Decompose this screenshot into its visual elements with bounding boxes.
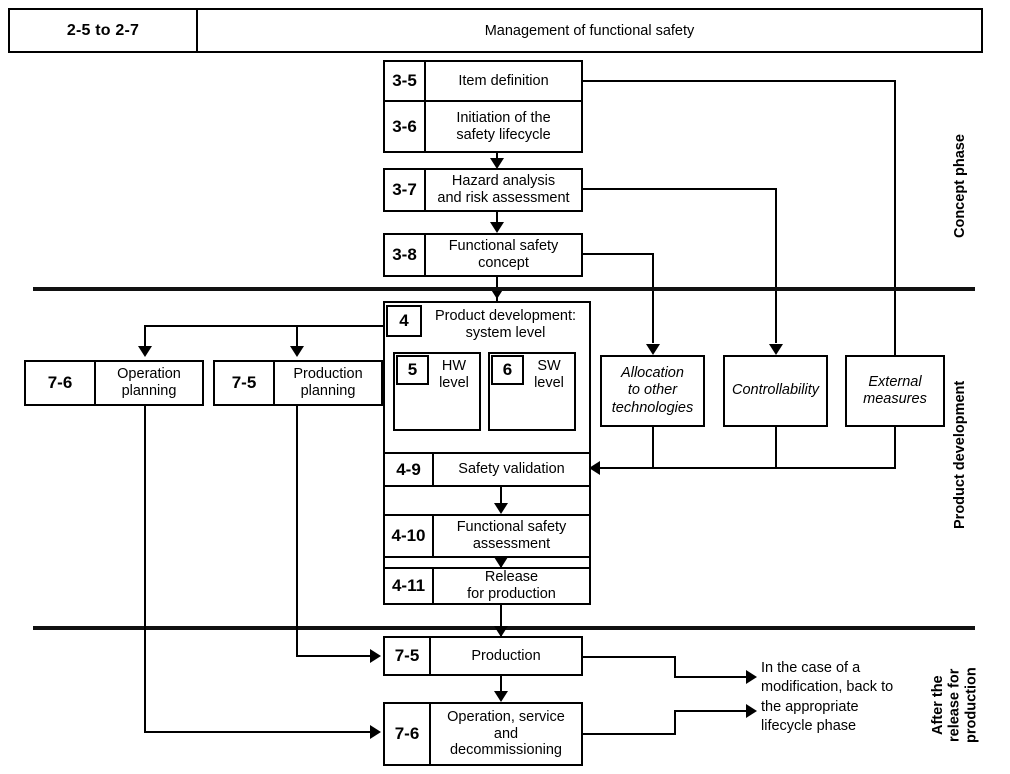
connector-production-to-operation-service: [500, 676, 502, 695]
process-label-production-planning: Production planning: [293, 366, 363, 399]
clause-tag-7-5-production: 7-5: [385, 638, 431, 674]
phase-label-after-release: After the release for production: [930, 667, 980, 743]
connector-production-planning-down: [296, 406, 298, 656]
clause-tag-5: 5: [396, 355, 429, 385]
connector-allocation-down: [652, 427, 654, 468]
connector-operation-planning-down: [144, 406, 146, 732]
arrowhead-merge-to-safety-validation: [589, 461, 600, 475]
arrowhead-4-10-to-4-11: [494, 557, 508, 568]
clause-tag-7-5-planning: 7-5: [215, 362, 275, 404]
clause-tag-4-11: 4-11: [385, 569, 434, 603]
arrowhead-production-to-operation-service: [494, 691, 508, 702]
process-box-7-6-operation-service: 7-6 Operation, service and decommissioni…: [383, 702, 583, 766]
process-label-functional-safety-concept: Functional safety concept: [448, 238, 559, 271]
phase-label-product-development: Product development: [952, 380, 968, 530]
clause-tag-7-6-planning: 7-6: [26, 362, 96, 404]
process-label-operation-service-decommissioning: Operation, service and decommissioning: [447, 708, 565, 759]
process-label-item-definition: Item definition: [458, 72, 549, 89]
phase-label-concept-phase: Concept phase: [952, 134, 968, 238]
arrowhead-production-feedback-to-note: [746, 670, 757, 684]
connector-external-measures-down: [894, 427, 896, 468]
process-box-4-10: 4-10 Functional safety assessment: [383, 514, 591, 558]
process-box-3-5: 3-5 Item definition: [383, 60, 583, 102]
process-box-7-5-production-planning: 7-5 Production planning: [213, 360, 383, 406]
clause-tag-4-10: 4-10: [385, 516, 434, 556]
arrowhead-operation-feedback-to-note: [746, 704, 757, 718]
process-label-sw-level: SW level: [534, 358, 564, 391]
connector-operation-feedback-to-note: [674, 710, 748, 712]
connector-3-8-to-allocation-horizontal: [583, 253, 654, 255]
side-box-controllability: Controllability: [723, 355, 828, 427]
clause-tag-4: 4: [386, 305, 422, 337]
arrowhead-production-planning-to-7-5: [370, 649, 381, 663]
arrowhead-operation-planning-to-7-6: [370, 725, 381, 739]
process-box-3-6: 3-6 Initiation of the safety lifecycle: [383, 100, 583, 153]
arrowhead-3-7-to-controllability: [769, 344, 783, 355]
header-title: Management of functional safety: [484, 22, 695, 39]
process-box-4-9: 4-9 Safety validation: [383, 452, 591, 487]
process-label-operation-planning: Operation planning: [117, 366, 181, 399]
connector-production-feedback-down: [674, 656, 676, 678]
process-box-3-7: 3-7 Hazard analysis and risk assessment: [383, 168, 583, 212]
side-box-allocation-to-other-technologies: Allocation to other technologies: [600, 355, 705, 427]
connector-operation-feedback-out: [583, 733, 676, 735]
header-clause-tag: 2-5 to 2-7: [10, 10, 198, 51]
connector-operation-feedback-up: [674, 711, 676, 735]
process-box-3-8: 3-8 Functional safety concept: [383, 233, 583, 277]
process-label-release-for-production: Release for production: [467, 569, 556, 602]
connector-3-8-to-allocation-vertical: [652, 253, 654, 343]
arrowhead-3-8-to-box-4: [490, 288, 504, 299]
modification-feedback-note: In the case of a modification, back to t…: [761, 660, 894, 734]
management-header-bar: 2-5 to 2-7 Management of functional safe…: [8, 8, 983, 53]
connector-3-7-to-controllability-horizontal: [583, 188, 776, 190]
process-label-product-development-system-level: Product development: system level: [434, 308, 577, 341]
process-label-functional-safety-assessment: Functional safety assessment: [456, 519, 567, 552]
connector-controllability-down: [775, 427, 777, 468]
connector-production-feedback-out: [583, 656, 676, 658]
clause-tag-3-8: 3-8: [385, 235, 426, 275]
phase-divider-concept-product: [33, 287, 975, 291]
arrowhead-4-11-to-production: [494, 626, 508, 637]
process-label-hw-level: HW level: [439, 358, 469, 391]
clause-tag-6: 6: [491, 355, 524, 385]
process-box-7-5-production: 7-5 Production: [383, 636, 583, 676]
arrowhead-to-operation-planning: [138, 346, 152, 357]
connector-4-11-to-production: [500, 605, 502, 636]
connector-3-5-to-external-measures-horizontal: [583, 80, 896, 82]
side-box-external-measures: External measures: [845, 355, 945, 427]
arrowhead-4-9-to-4-10: [494, 503, 508, 514]
clause-tag-3-7: 3-7: [385, 170, 426, 210]
clause-tag-4-9: 4-9: [385, 454, 434, 485]
connector-3-7-to-controllability-vertical: [775, 188, 777, 343]
connector-rail-to-operation-planning: [144, 325, 146, 352]
connector-3-5-to-external-measures-vertical: [894, 80, 896, 355]
process-label-safety-validation: Safety validation: [458, 461, 565, 478]
connector-production-planning-to-7-5: [296, 655, 372, 657]
connector-merge-to-safety-validation: [600, 467, 896, 469]
connector-3-6-to-3-7: [496, 153, 498, 162]
process-label-hazard-analysis: Hazard analysis and risk assessment: [437, 173, 570, 206]
process-box-4-11: 4-11 Release for production: [383, 567, 591, 605]
arrowhead-3-8-to-allocation: [646, 344, 660, 355]
connector-production-feedback-to-note: [674, 676, 748, 678]
connector-operation-planning-to-7-6: [144, 731, 372, 733]
connector-3-7-to-3-8: [496, 212, 498, 222]
arrowhead-3-6-to-3-7: [490, 158, 504, 169]
connector-rail-to-production-planning: [296, 325, 298, 352]
arrowhead-3-7-to-3-8: [490, 222, 504, 233]
process-box-7-6-operation-planning: 7-6 Operation planning: [24, 360, 204, 406]
process-label-initiation-safety-lifecycle: Initiation of the safety lifecycle: [456, 109, 551, 143]
process-label-production: Production: [471, 647, 541, 664]
connector-4-9-to-4-10: [500, 487, 502, 506]
connector-box4-to-planning-rail: [144, 325, 385, 327]
clause-tag-3-6: 3-6: [385, 102, 426, 151]
clause-tag-7-6-operation: 7-6: [385, 704, 431, 764]
arrowhead-to-production-planning: [290, 346, 304, 357]
clause-tag-3-5: 3-5: [385, 62, 426, 100]
